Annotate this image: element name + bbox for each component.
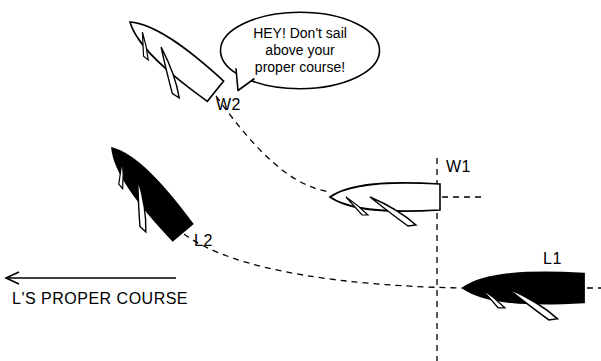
boat-label: W2 (216, 96, 241, 114)
track-line (184, 234, 462, 288)
course-label: L'S PROPER COURSE (12, 290, 188, 308)
speech-text: HEY! Don't sail above your proper course… (244, 25, 356, 76)
boat-l1 (463, 272, 584, 320)
track-line (442, 196, 484, 197)
arrow-head (6, 272, 19, 284)
boat-label: L1 (543, 250, 562, 268)
boat-label: W1 (446, 158, 471, 176)
bubble-tail (236, 68, 255, 90)
boat-l2 (90, 139, 194, 251)
arrow-line (7, 277, 176, 279)
boat-label: L2 (194, 232, 213, 250)
boat-w1 (330, 183, 440, 226)
boat-w2 (112, 11, 225, 114)
proper-course-arrow (6, 272, 176, 284)
track-line (216, 96, 330, 192)
speech-bubble: HEY! Don't sail above your proper course… (222, 7, 378, 94)
